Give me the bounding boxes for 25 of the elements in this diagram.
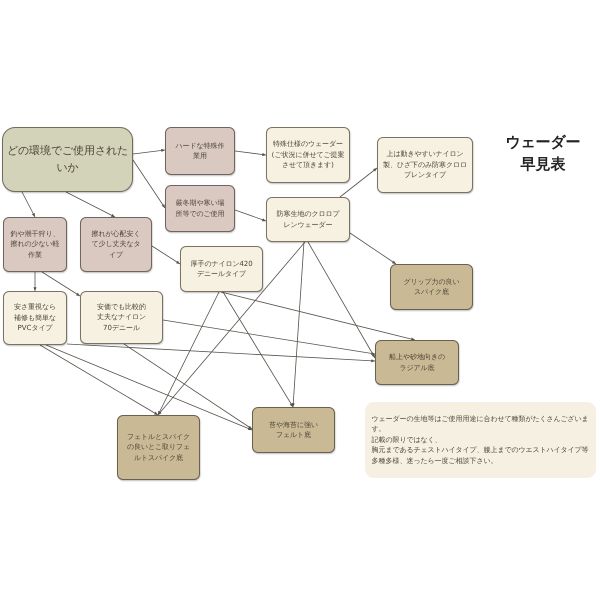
arrow bbox=[158, 292, 220, 416]
arrow bbox=[46, 344, 252, 430]
note-card bbox=[365, 402, 596, 478]
arrow bbox=[152, 246, 180, 264]
arrow bbox=[40, 344, 158, 416]
arrow bbox=[33, 272, 37, 292]
arrow bbox=[234, 210, 266, 222]
arrow bbox=[234, 150, 266, 156]
arrow bbox=[158, 242, 306, 416]
arrow bbox=[162, 320, 376, 355]
arrow bbox=[22, 192, 36, 218]
arrow bbox=[132, 160, 166, 208]
arrow bbox=[308, 242, 376, 358]
arrow bbox=[222, 292, 294, 408]
arrow bbox=[66, 344, 376, 362]
arrow bbox=[220, 292, 416, 341]
question-box: どの環境でご使用されたいか bbox=[2, 127, 133, 192]
arrow bbox=[340, 168, 378, 198]
arrow bbox=[292, 242, 304, 408]
arrow bbox=[124, 344, 252, 430]
title: ウェーダー早見表 bbox=[504, 132, 582, 175]
arrow bbox=[66, 192, 116, 218]
arrow bbox=[350, 232, 396, 264]
arrow bbox=[132, 148, 166, 154]
arrow bbox=[42, 272, 80, 296]
